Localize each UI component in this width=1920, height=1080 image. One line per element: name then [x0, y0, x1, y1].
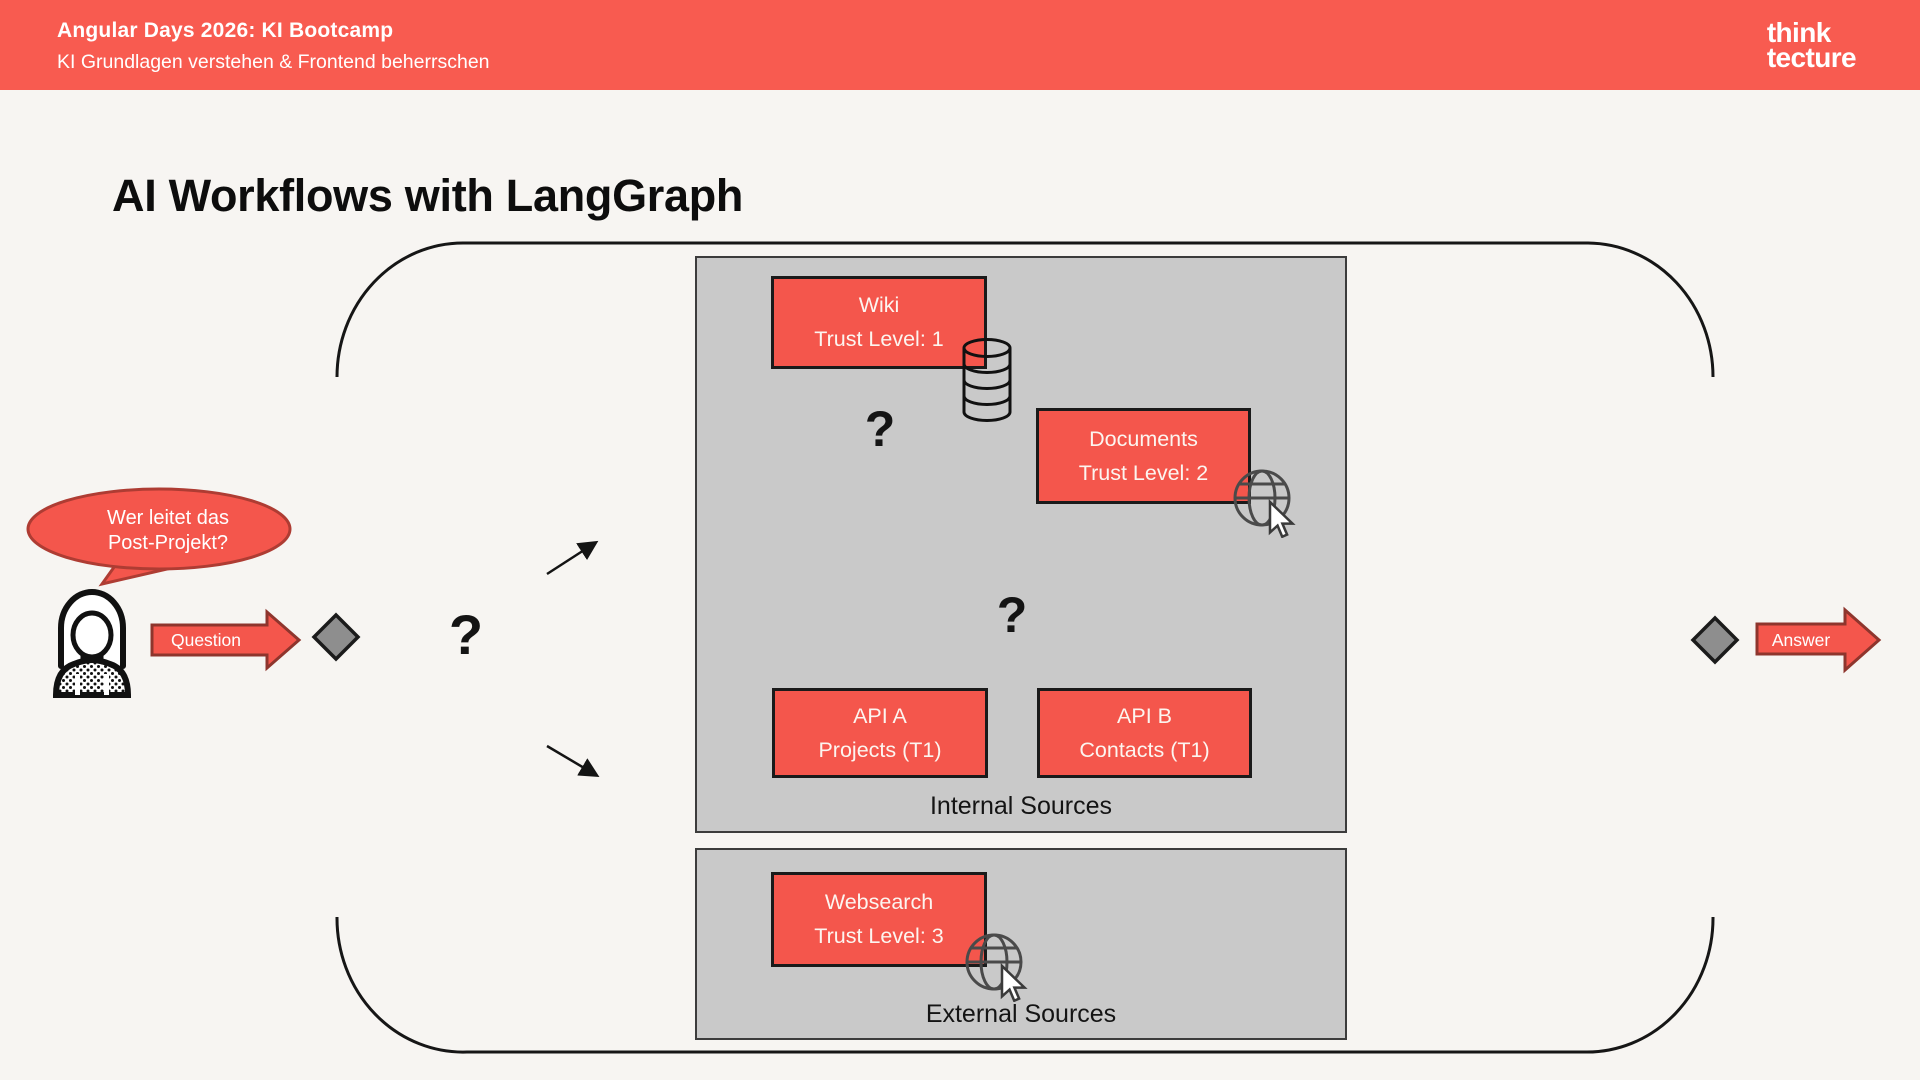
strap-right — [104, 674, 109, 695]
topbar: Angular Days 2026: KI Bootcamp KI Grundl… — [0, 0, 1920, 90]
face — [70, 610, 114, 660]
database-icon — [962, 338, 1012, 422]
speech-bubble-shape — [26, 487, 292, 587]
question-mark-internal-bottom: ? — [996, 587, 1028, 643]
globe-cursor-icon — [965, 933, 1028, 1002]
strap-left — [75, 674, 80, 695]
topbar-title: Angular Days 2026: KI Bootcamp — [57, 19, 394, 42]
node-api-b: API B Contacts (T1) — [1037, 688, 1252, 778]
node-api-b-title: API B — [1117, 703, 1172, 728]
slide-title: AI Workflows with LangGraph — [112, 170, 744, 221]
flow-arrow-up-right — [546, 540, 599, 576]
question-arrow-shape — [150, 608, 302, 672]
question-mark-root: ? — [448, 603, 484, 666]
node-websearch-subtitle: Trust Level: 3 — [814, 924, 944, 948]
topbar-subtitle: KI Grundlagen verstehen & Frontend beher… — [57, 51, 490, 73]
workflow-outline — [335, 241, 1715, 1054]
person-icon — [52, 589, 132, 698]
speech-bubble-text: Wer leitet das Post-Projekt? — [58, 506, 278, 556]
speech-bubble-line-1: Wer leitet das — [107, 507, 229, 529]
node-documents-title: Documents — [1089, 426, 1198, 451]
node-wiki-subtitle: Trust Level: 1 — [814, 327, 944, 351]
speech-bubble-line-2: Post-Projekt? — [107, 532, 229, 554]
internal-sources-label: Internal Sources — [929, 792, 1113, 820]
answer-arrow-shape — [1755, 606, 1882, 674]
logo-line-2: tecture — [1766, 42, 1857, 73]
node-documents: Documents Trust Level: 2 — [1036, 408, 1251, 504]
decision-diamond-left — [311, 612, 361, 662]
node-websearch-title: Websearch — [824, 890, 934, 914]
question-mark-internal-top: ? — [864, 401, 896, 457]
node-wiki: Wiki Trust Level: 1 — [771, 276, 987, 369]
answer-arrow-label: Answer — [1771, 630, 1831, 650]
node-wiki-title: Wiki — [858, 293, 900, 317]
thinktecture-logo: think tecture — [1766, 17, 1857, 73]
cursor — [1000, 963, 1028, 1002]
node-api-b-subtitle: Contacts (T1) — [1079, 737, 1210, 762]
external-sources-label: External Sources — [925, 1000, 1117, 1028]
logo-line-1: think — [1766, 17, 1831, 48]
torso — [52, 656, 132, 698]
decision-diamond-right — [1690, 615, 1740, 665]
node-documents-subtitle: Trust Level: 2 — [1078, 460, 1209, 485]
node-api-a-title: API A — [853, 703, 907, 728]
globe-cursor-icon — [1233, 469, 1296, 538]
cursor — [1268, 499, 1296, 538]
question-arrow-label: Question — [170, 630, 242, 650]
node-api-a: API A Projects (T1) — [772, 688, 988, 778]
flow-arrow-down-right — [546, 744, 600, 778]
node-websearch: Websearch Trust Level: 3 — [771, 872, 987, 967]
node-api-a-subtitle: Projects (T1) — [818, 737, 942, 762]
